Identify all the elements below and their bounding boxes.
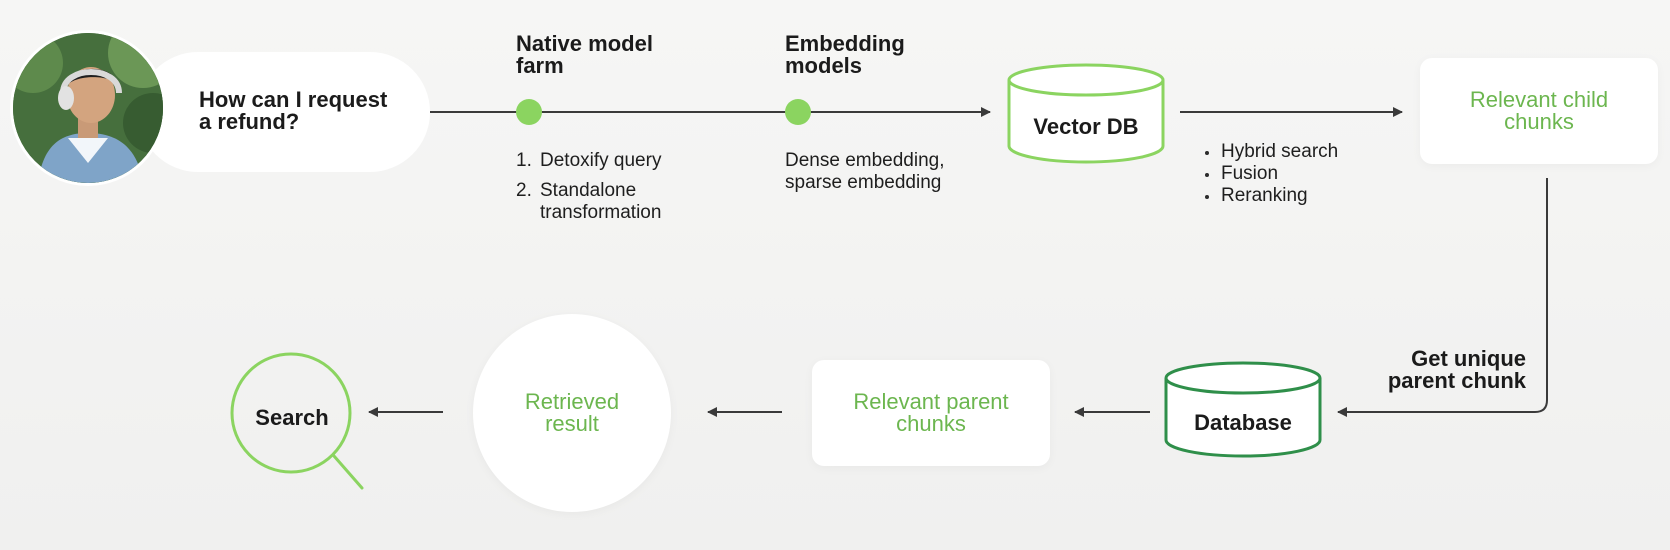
user-photo bbox=[10, 30, 166, 186]
retrieved-result-circle: Retrieved result bbox=[473, 314, 671, 512]
question-text: How can I request a refund? bbox=[199, 87, 388, 134]
user-photo-illustration bbox=[13, 33, 163, 183]
search-label: Search bbox=[255, 405, 329, 430]
operation-item: Reranking bbox=[1203, 185, 1338, 207]
child-chunks-card: Relevant child chunks bbox=[1420, 58, 1658, 164]
model-farm-node bbox=[516, 99, 542, 125]
model-farm-step: 2. Standalone transformation bbox=[516, 180, 662, 223]
vector-db-label: Vector DB bbox=[1033, 114, 1139, 139]
retrieved-result-label: Retrieved result bbox=[524, 389, 620, 436]
model-farm-step: 1. Detoxify query bbox=[516, 150, 662, 171]
database-cylinder-icon bbox=[1164, 361, 1322, 458]
get-parent-label: Get unique parent chunk bbox=[1387, 346, 1526, 393]
model-farm-title: Native model farm bbox=[516, 31, 653, 78]
embedding-node bbox=[785, 99, 811, 125]
embedding-note: Dense embedding, sparse embedding bbox=[785, 150, 945, 193]
vector-db-operations: Hybrid search Fusion Reranking bbox=[1203, 141, 1338, 207]
arrow-to-database bbox=[1337, 178, 1548, 417]
vector-db-cylinder-icon bbox=[1007, 63, 1165, 164]
search-icon bbox=[230, 352, 364, 490]
child-chunks-label: Relevant child chunks bbox=[1469, 87, 1609, 134]
operation-item: Hybrid search bbox=[1203, 141, 1338, 163]
question-bubble: How can I request a refund? bbox=[138, 52, 430, 172]
operation-item: Fusion bbox=[1203, 163, 1338, 185]
parent-chunks-card: Relevant parent chunks bbox=[812, 360, 1050, 466]
database-label: Database bbox=[1194, 410, 1292, 435]
embedding-title: Embedding models bbox=[785, 31, 905, 78]
parent-chunks-label: Relevant parent chunks bbox=[853, 389, 1009, 436]
model-farm-steps: 1. Detoxify query 2. Standalone transfor… bbox=[516, 150, 726, 224]
